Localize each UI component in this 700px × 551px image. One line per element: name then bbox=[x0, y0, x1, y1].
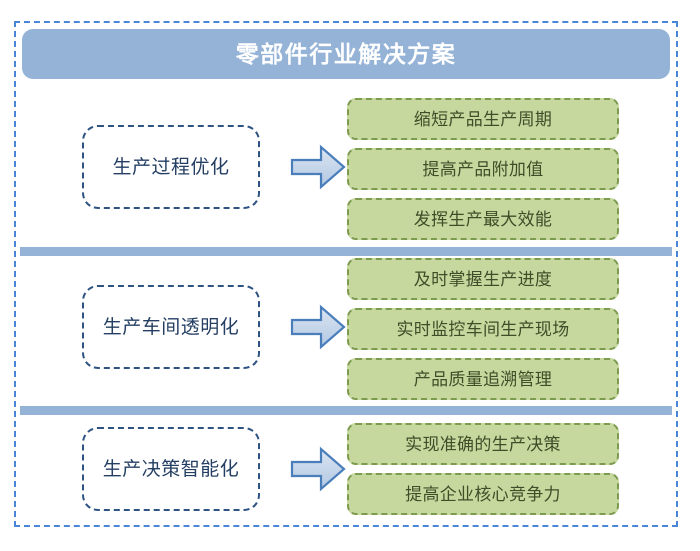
category-label-2: 生产车间透明化 bbox=[102, 316, 240, 338]
items-column-1: 缩短产品生产周期 提高产品附加值 发挥生产最大效能 bbox=[347, 98, 619, 240]
section-1: 生产过程优化 缩短产品生产周期 提高产品附加值 发挥生产最大 bbox=[16, 94, 676, 244]
item-label: 提高企业核心竞争力 bbox=[405, 484, 561, 504]
outer-dashed-frame bbox=[14, 21, 678, 527]
section-3: 生产决策智能化 实现准确的生产决策 提高企业核心竞争力 bbox=[16, 419, 676, 529]
item-label: 实时监控车间生产现场 bbox=[396, 319, 570, 339]
section-2: 生产车间透明化 及时掌握生产进度 实时监控车间生产现场 产品 bbox=[16, 258, 676, 404]
page-title: 零部件行业解决方案 bbox=[235, 40, 457, 67]
arrow-right-block-icon bbox=[290, 303, 346, 351]
item-box[interactable]: 发挥生产最大效能 bbox=[347, 198, 619, 240]
title-banner: 零部件行业解决方案 bbox=[22, 29, 670, 79]
item-label: 及时掌握生产进度 bbox=[413, 269, 553, 289]
item-label: 实现准确的生产决策 bbox=[405, 434, 561, 454]
section-divider-2 bbox=[20, 406, 672, 415]
item-box[interactable]: 提高产品附加值 bbox=[347, 148, 619, 190]
item-box[interactable]: 实时监控车间生产现场 bbox=[347, 308, 619, 350]
items-column-2: 及时掌握生产进度 实时监控车间生产现场 产品质量追溯管理 bbox=[347, 258, 619, 400]
category-label-3: 生产决策智能化 bbox=[102, 458, 240, 480]
item-box[interactable]: 产品质量追溯管理 bbox=[347, 358, 619, 400]
item-label: 缩短产品生产周期 bbox=[413, 109, 553, 129]
arrow-right-block-icon bbox=[290, 143, 346, 191]
section-divider-1 bbox=[20, 247, 672, 256]
category-box-3[interactable]: 生产决策智能化 bbox=[82, 427, 260, 511]
category-box-2[interactable]: 生产车间透明化 bbox=[82, 285, 260, 369]
category-box-1[interactable]: 生产过程优化 bbox=[82, 125, 260, 209]
category-label-1: 生产过程优化 bbox=[112, 156, 230, 178]
item-box[interactable]: 及时掌握生产进度 bbox=[347, 258, 619, 300]
item-label: 发挥生产最大效能 bbox=[413, 209, 553, 229]
item-box[interactable]: 实现准确的生产决策 bbox=[347, 423, 619, 465]
item-box[interactable]: 缩短产品生产周期 bbox=[347, 98, 619, 140]
item-label: 产品质量追溯管理 bbox=[413, 369, 553, 389]
items-column-3: 实现准确的生产决策 提高企业核心竞争力 bbox=[347, 423, 619, 515]
item-label: 提高产品附加值 bbox=[422, 159, 544, 179]
item-box[interactable]: 提高企业核心竞争力 bbox=[347, 473, 619, 515]
arrow-right-block-icon bbox=[290, 445, 346, 493]
